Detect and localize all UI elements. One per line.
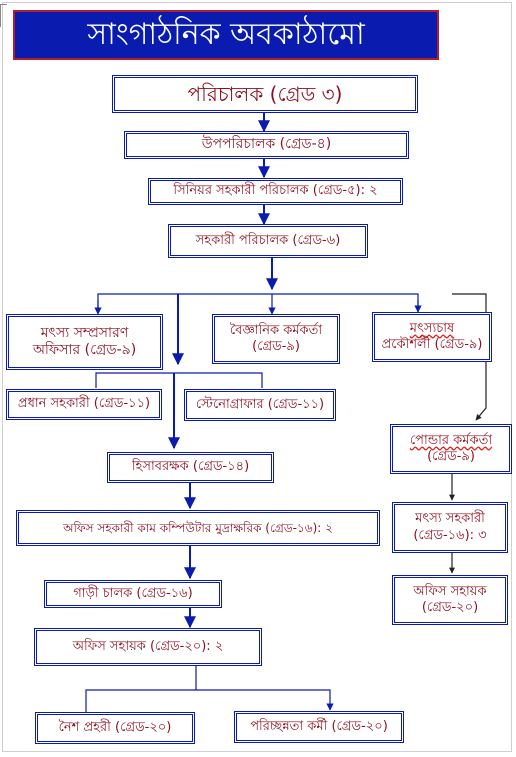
node-deputy-director: উপপরিচালক (গ্রেড-৪) — [124, 131, 409, 159]
node-scientific-officer-line2: (গ্রেড-৯) — [252, 339, 300, 354]
node-night-guard: নৈশ প্রহরী (গ্রেড-২০) — [35, 712, 195, 744]
node-fish-extension-officer-line2: অফিসার (গ্রেড-৯) — [32, 342, 137, 358]
node-office-asst-typist: অফিস সহকারী কাম কম্পিউটার মুদ্রাক্ষরিক (… — [16, 510, 380, 546]
node-accountant: হিসাবরক্ষক (গ্রেড-১৪) — [107, 452, 274, 483]
node-pond-officer-line1: পোন্ডার কর্মকর্তা — [409, 432, 493, 448]
node-scientific-officer-line1: বৈজ্ঞানিক কর্মকর্তা — [229, 322, 323, 338]
node-senior-asst-director: সিনিয়র সহকারী পরিচালক (গ্রেড-৫): ২ — [148, 178, 403, 205]
node-fish-extension-officer: মৎস্য সম্প্রসারণ অফিসার (গ্রেড-৯) — [6, 314, 163, 370]
page-title: সাংগাঠনিক অবকাঠামো — [13, 10, 439, 60]
node-asst-director: সহকারী পরিচালক (গ্রেড-৬) — [168, 224, 368, 258]
corner-mark — [0, 4, 7, 27]
node-stenographer: স্টেনোগ্রাফার (গ্রেড-১১) — [184, 389, 336, 421]
node-director: পরিচালক (গ্রেড ৩) — [112, 75, 418, 113]
node-fish-assistant: মৎস্য সহকারী (গ্রেড-১৬): ৩ — [392, 502, 508, 553]
node-office-helper: অফিস সহায়ক (গ্রেড-২০): ২ — [34, 628, 262, 666]
node-driver: গাড়ী চালক (গ্রেড-১৬) — [44, 580, 222, 608]
node-fish-assistant-line2: (গ্রেড-১৬): ৩ — [413, 527, 487, 543]
node-aquaculture-engineer: মৎস্যচাষ প্রকৌশলী (গ্রেড-৯) — [372, 312, 492, 362]
page-frame — [2, 2, 512, 752]
edge-grade11-bus — [95, 372, 263, 388]
edge-grade9-bus — [97, 293, 419, 312]
node-pond-officer-line2: (গ্রেড-৯) — [427, 449, 475, 464]
node-cleaner: পরিচ্ছন্নতা কর্মী (গ্রেড-২০) — [234, 711, 404, 743]
node-fish-assistant-line1: মৎস্য সহকারী — [415, 511, 485, 527]
node-scientific-officer: বৈজ্ঞানিক কর্মকর্তা (গ্রেড-৯) — [212, 314, 340, 364]
node-pond-officer: পোন্ডার কর্মকর্তা (গ্রেড-৯) — [390, 424, 512, 474]
node-fish-extension-officer-line1: মৎস্য সম্প্রসারণ — [40, 324, 129, 341]
node-aquaculture-engineer-line2: প্রকৌশলী (গ্রেড-৯) — [381, 337, 483, 352]
edge-grade20-bus — [85, 689, 334, 712]
node-aquaculture-engineer-line1: মৎস্যচাষ — [409, 320, 455, 336]
node-chief-assistant: প্রধান সহকারী (গ্রেড-১১) — [6, 389, 162, 420]
node-office-helper-pond: অফিস সহায়ক (গ্রেড-২০) — [392, 575, 508, 625]
node-office-helper-pond-line2: (গ্রেড-২০) — [421, 600, 479, 615]
node-office-helper-pond-line1: অফিস সহায়ক — [413, 583, 487, 599]
